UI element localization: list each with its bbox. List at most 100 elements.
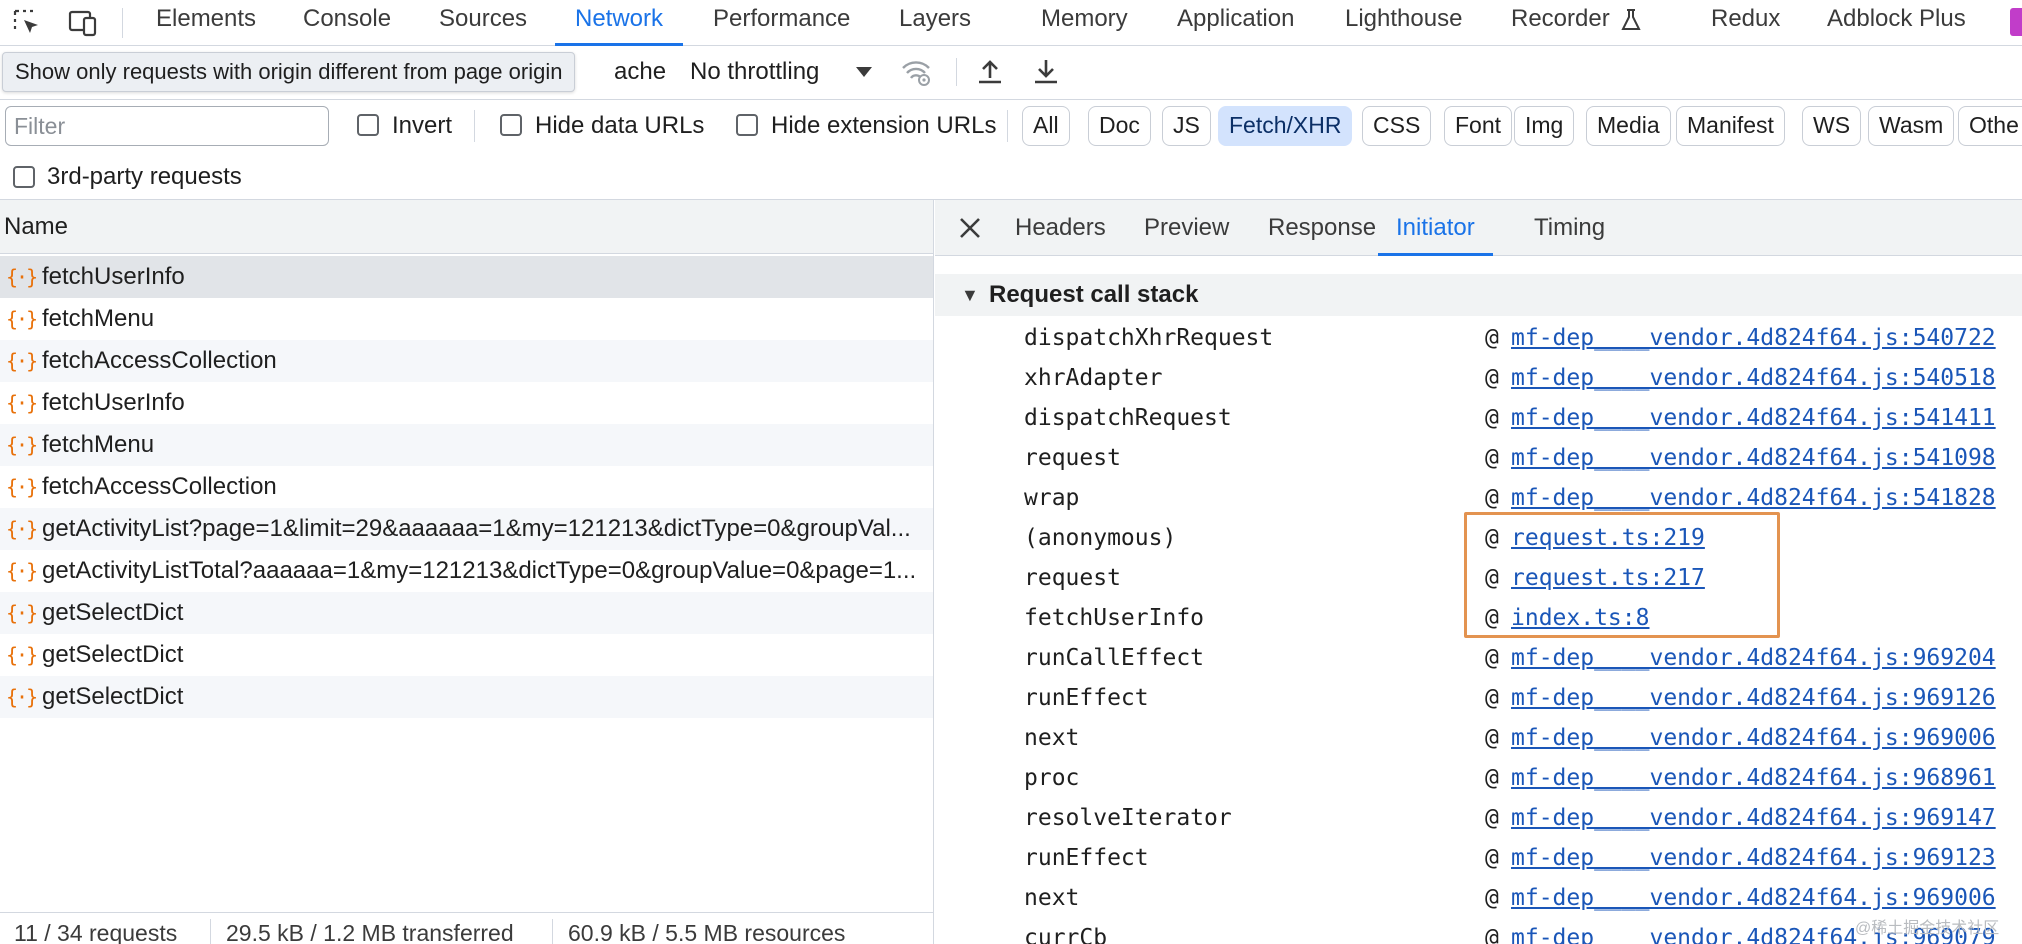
type-filter-css[interactable]: CSS [1362,106,1432,146]
chevron-down-icon[interactable] [846,54,882,90]
tab-label: Elements [156,5,257,32]
request-row[interactable]: {·}getSelectDict [0,592,933,634]
request-row[interactable]: {·}fetchUserInfo [0,382,933,424]
type-filter-fetchxhr[interactable]: Fetch/XHR [1218,106,1353,146]
tab-lighthouse[interactable]: Lighthouse [1345,0,1462,46]
network-conditions-icon[interactable] [898,54,934,90]
frame-at-sign: @ [1485,565,1499,591]
type-filter-font[interactable]: Font [1444,106,1513,146]
frame-at-sign: @ [1485,445,1499,471]
tab-adblock-plus[interactable]: Adblock Plus [1827,0,1966,46]
detail-tab-preview[interactable]: Preview [1144,214,1230,241]
frame-at-sign: @ [1485,645,1499,671]
request-row[interactable]: {·}fetchMenu [0,298,933,340]
request-row[interactable]: {·}fetchAccessCollection [0,466,933,508]
type-filter-ws[interactable]: WS [1802,106,1862,146]
frame-source-link[interactable]: mf-dep____vendor.4d824f64.js:540518 [1511,365,1996,391]
frame-source-link[interactable]: request.ts:219 [1511,525,1705,551]
frame-at-sign: @ [1485,405,1499,431]
call-stack-frame: wrap@mf-dep____vendor.4d824f64.js:541828 [935,478,2022,518]
tab-layers[interactable]: Layers [899,0,971,46]
tab-label: Performance [713,5,851,32]
hide-extension-urls-checkbox[interactable] [736,114,758,136]
frame-function-name: xhrAdapter [1024,365,1163,391]
extension-icon[interactable] [2010,8,2022,36]
tab-network[interactable]: Network [555,0,684,46]
resources-size: 60.9 kB / 5.5 MB resources [568,920,846,944]
tab-application[interactable]: Application [1177,0,1294,46]
device-toolbar-icon[interactable] [66,6,100,40]
frame-source-link[interactable]: mf-dep____vendor.4d824f64.js:541098 [1511,445,1996,471]
frame-source-link[interactable]: mf-dep____vendor.4d824f64.js:540722 [1511,325,1996,351]
detail-tab-initiator[interactable]: Initiator [1378,200,1493,256]
type-filter-img[interactable]: Img [1514,106,1575,146]
invert-checkbox[interactable] [357,114,379,136]
detail-tab-headers[interactable]: Headers [1015,214,1106,241]
frame-source-link[interactable]: mf-dep____vendor.4d824f64.js:969147 [1511,805,1996,831]
hide-data-urls-checkbox[interactable] [500,114,522,136]
frame-source-link[interactable]: mf-dep____vendor.4d824f64.js:969123 [1511,845,1996,871]
request-row[interactable]: {·}fetchMenu [0,424,933,466]
request-row[interactable]: {·}getActivityList?page=1&limit=29&aaaaa… [0,508,933,550]
type-filter-manifest[interactable]: Manifest [1676,106,1785,146]
type-filter-wasm[interactable]: Wasm [1868,106,1955,146]
xhr-request-icon: {·} [6,265,38,289]
tooltip: Show only requests with origin different… [2,52,576,92]
frame-at-sign: @ [1485,725,1499,751]
frame-source-link[interactable]: mf-dep____vendor.4d824f64.js:541828 [1511,485,1996,511]
detail-tab-response[interactable]: Response [1268,214,1377,241]
request-row[interactable]: {·}getSelectDict [0,634,933,676]
request-row[interactable]: {·}getSelectDict [0,676,933,718]
frame-source-link[interactable]: mf-dep____vendor.4d824f64.js:969006 [1511,725,1996,751]
disable-cache-label[interactable]: ache [614,58,667,85]
frame-source-link[interactable]: request.ts:217 [1511,565,1705,591]
tab-recorder[interactable]: Recorder [1511,0,1642,46]
frame-at-sign: @ [1485,885,1499,911]
frame-source-link[interactable]: index.ts:8 [1511,605,1650,631]
tab-redux[interactable]: Redux [1711,0,1780,46]
third-party-checkbox[interactable] [13,166,35,188]
request-row[interactable]: {·}getActivityListTotal?aaaaaa=1&my=1212… [0,550,933,592]
frame-at-sign: @ [1485,925,1499,944]
frame-source-link[interactable]: mf-dep____vendor.4d824f64.js:541411 [1511,405,1996,431]
name-column-header[interactable]: Name [0,200,933,254]
download-icon[interactable] [1028,54,1064,90]
frame-function-name: resolveIterator [1024,805,1232,831]
tab-performance[interactable]: Performance [713,0,850,46]
upload-icon[interactable] [972,54,1008,90]
tab-console[interactable]: Console [303,0,391,46]
type-filter-othe[interactable]: Othe [1958,106,2022,146]
request-call-stack-header[interactable]: ▼ Request call stack [935,274,2022,316]
frame-source-link[interactable]: mf-dep____vendor.4d824f64.js:968961 [1511,765,1996,791]
call-stack-frame: runEffect @ mf-dep____vendor.4d824f64.js:9… [935,678,2022,718]
request-name: getActivityListTotal?aaaaaa=1&my=121213&… [42,557,917,584]
type-filter-js[interactable]: JS [1162,106,1211,146]
frame-function-name: currCb [1024,925,1108,944]
tab-memory[interactable]: Memory [1041,0,1128,46]
type-filter-doc[interactable]: Doc [1088,106,1151,146]
call-stack-frame: proc@mf-dep____vendor.4d824f64.js:968961 [935,758,2022,798]
devtools-main-toolbar: Elements Console Sources Network Performance… [0,0,2022,46]
frame-source-link[interactable]: mf-dep____vendor.4d824f64.js:969126 [1511,685,1996,711]
type-filter-media[interactable]: Media [1586,106,1671,146]
request-row[interactable]: {·}fetchUserInfo [0,256,933,298]
filter-separator [1007,110,1008,142]
frame-function-name: runEffect [1024,685,1149,711]
tab-elements[interactable]: Elements [156,0,256,46]
filter-input[interactable] [5,106,329,146]
frame-at-sign: @ [1485,685,1499,711]
toolbar-separator [122,8,123,38]
type-filter-all[interactable]: All [1022,106,1070,146]
frame-source-link[interactable]: mf-dep____vendor.4d824f64.js:969204 [1511,645,1996,671]
frame-function-name: dispatchRequest [1024,405,1232,431]
frame-source-link[interactable]: mf-dep____vendor.4d824f64.js:969079 [1511,925,1996,944]
frame-source-link[interactable]: mf-dep____vendor.4d824f64.js:969006 [1511,885,1996,911]
inspect-element-icon[interactable] [10,6,44,40]
close-icon[interactable] [954,212,986,244]
frame-function-name: proc [1024,765,1080,791]
tab-sources[interactable]: Sources [439,0,527,46]
throttling-select[interactable]: No throttling [690,56,819,88]
collapse-triangle-icon[interactable]: ▼ [961,285,979,305]
detail-tab-timing[interactable]: Timing [1534,214,1606,241]
request-row[interactable]: {·}fetchAccessCollection [0,340,933,382]
